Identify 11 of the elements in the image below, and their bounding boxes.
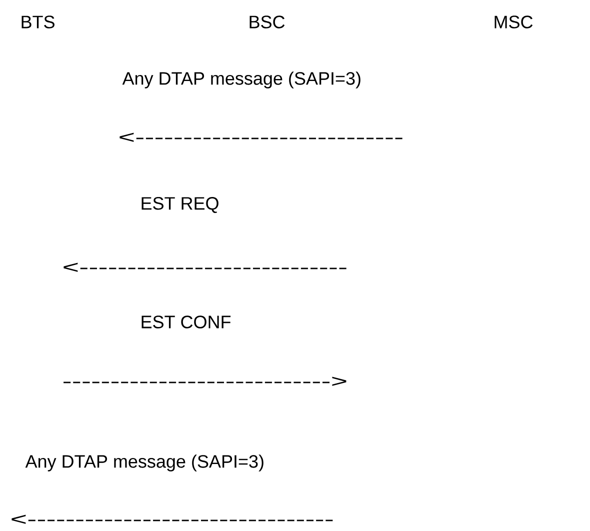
- column-heading: BSC: [250, 16, 285, 28]
- message-label: EST REQ: [142, 197, 218, 213]
- message-label: EST CONF: [142, 316, 231, 328]
- column-heading: BTS: [22, 16, 54, 28]
- text-arrow: <----------------------------: [120, 132, 402, 142]
- column-heading: MSC: [494, 16, 533, 28]
- text-arrow: <--------------------------------: [12, 514, 333, 524]
- message-label: Any DTAP message (SAPI=3): [122, 72, 360, 88]
- message-label: Any DTAP message (SAPI=3): [25, 454, 264, 472]
- text-arrow: <----------------------------: [64, 262, 346, 272]
- text-arrow: ---------------------------->: [64, 376, 346, 386]
